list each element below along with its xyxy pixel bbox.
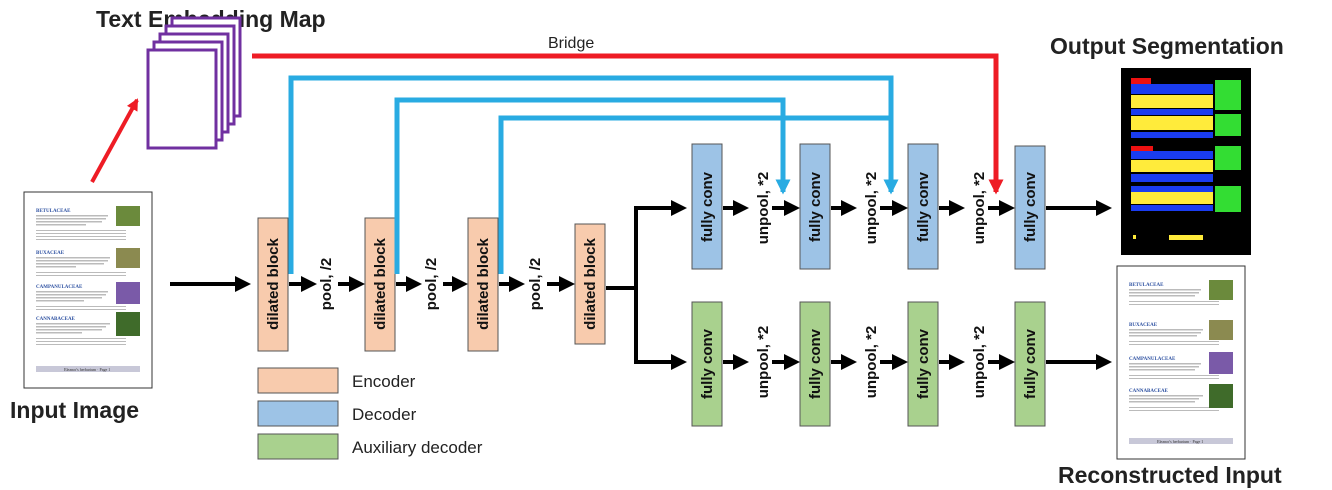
pool-label: pool, /2 — [527, 258, 544, 311]
bridge-label: Bridge — [548, 35, 594, 52]
decoder-block-3: fully conv — [908, 144, 938, 269]
decoder-block-1: fully conv — [692, 144, 722, 269]
decoder-block-4: fully conv — [1015, 146, 1045, 269]
decoder-block-label: fully conv — [699, 171, 716, 242]
decoder-block-label: fully conv — [1022, 171, 1039, 242]
doc-section-heading: CANNABACEAE — [36, 317, 76, 322]
reconstructed-input-title: Reconstructed Input — [1058, 462, 1282, 488]
encoder-block-label: dilated block — [475, 238, 492, 330]
aux-block-label: fully conv — [807, 328, 824, 399]
doc-footer: Eleanor's herbarium · Page 1 — [64, 367, 110, 372]
text-embedding-map — [148, 18, 240, 148]
legend-swatch-decoder — [258, 401, 338, 426]
decoder-block-label: fully conv — [915, 171, 932, 242]
decoder-block-2: fully conv — [800, 144, 830, 269]
aux-decoder-block-1: fully conv — [692, 302, 722, 426]
legend-swatch-auxiliary — [258, 434, 338, 459]
aux-decoder-block-2: fully conv — [800, 302, 830, 426]
aux-block-label: fully conv — [1022, 328, 1039, 399]
encoder-block-3: dilated block — [468, 218, 498, 351]
pool-label: pool, /2 — [423, 258, 440, 311]
doc-section-heading: CAMPANULACEAE — [36, 285, 83, 290]
doc-section-heading: BETULACEAE — [1129, 283, 1164, 288]
output-segmentation-title: Output Segmentation — [1050, 33, 1284, 59]
plant-photo — [116, 248, 140, 268]
doc-section-heading: BUXACEAE — [36, 251, 65, 256]
doc-footer: Eleanor's herbarium · Page 1 — [1157, 439, 1203, 444]
legend-auxiliary-label: Auxiliary decoder — [352, 438, 483, 457]
unpool-label: unpool, *2 — [863, 326, 880, 399]
embedding-page — [148, 50, 216, 148]
output-segmentation-image — [1121, 68, 1251, 255]
unpool-label: unpool, *2 — [755, 172, 772, 245]
legend-encoder-label: Encoder — [352, 372, 416, 391]
legend: Encoder Decoder Auxiliary decoder — [258, 368, 483, 459]
decoder-block-label: fully conv — [807, 171, 824, 242]
input-image-title: Input Image — [10, 397, 139, 423]
input-document: BETULACEAE BUXACEAE CAMPANULACEAE CANNAB… — [24, 192, 152, 388]
plant-photo — [116, 312, 140, 336]
aux-decoder-block-4: fully conv — [1015, 302, 1045, 426]
encoder-block-4: dilated block — [575, 224, 605, 344]
doc-section-heading: CANNABACEAE — [1129, 389, 1169, 394]
legend-decoder-label: Decoder — [352, 405, 417, 424]
doc-section-heading: BETULACEAE — [36, 209, 71, 214]
legend-swatch-encoder — [258, 368, 338, 393]
pool-label: pool, /2 — [318, 258, 335, 311]
plant-photo — [116, 206, 140, 226]
unpool-label: unpool, *2 — [863, 172, 880, 245]
aux-decoder-block-3: fully conv — [908, 302, 938, 426]
plant-photo — [116, 282, 140, 304]
encoder-block-1: dilated block — [258, 218, 288, 351]
aux-block-label: fully conv — [699, 328, 716, 399]
doc-section-heading: CAMPANULACEAE — [1129, 357, 1176, 362]
embedding-arrow — [92, 100, 137, 182]
doc-section-heading: BUXACEAE — [1129, 323, 1158, 328]
reconstructed-document: BETULACEAE BUXACEAE CAMPANULACEAE CANNAB… — [1117, 266, 1245, 459]
encoder-block-label: dilated block — [372, 238, 389, 330]
encoder-block-2: dilated block — [365, 218, 395, 351]
aux-block-label: fully conv — [915, 328, 932, 399]
encoder-block-label: dilated block — [265, 238, 282, 330]
encoder-block-label: dilated block — [582, 238, 599, 330]
unpool-label: unpool, *2 — [755, 326, 772, 399]
unpool-label: unpool, *2 — [971, 326, 988, 399]
unpool-label: unpool, *2 — [971, 172, 988, 245]
